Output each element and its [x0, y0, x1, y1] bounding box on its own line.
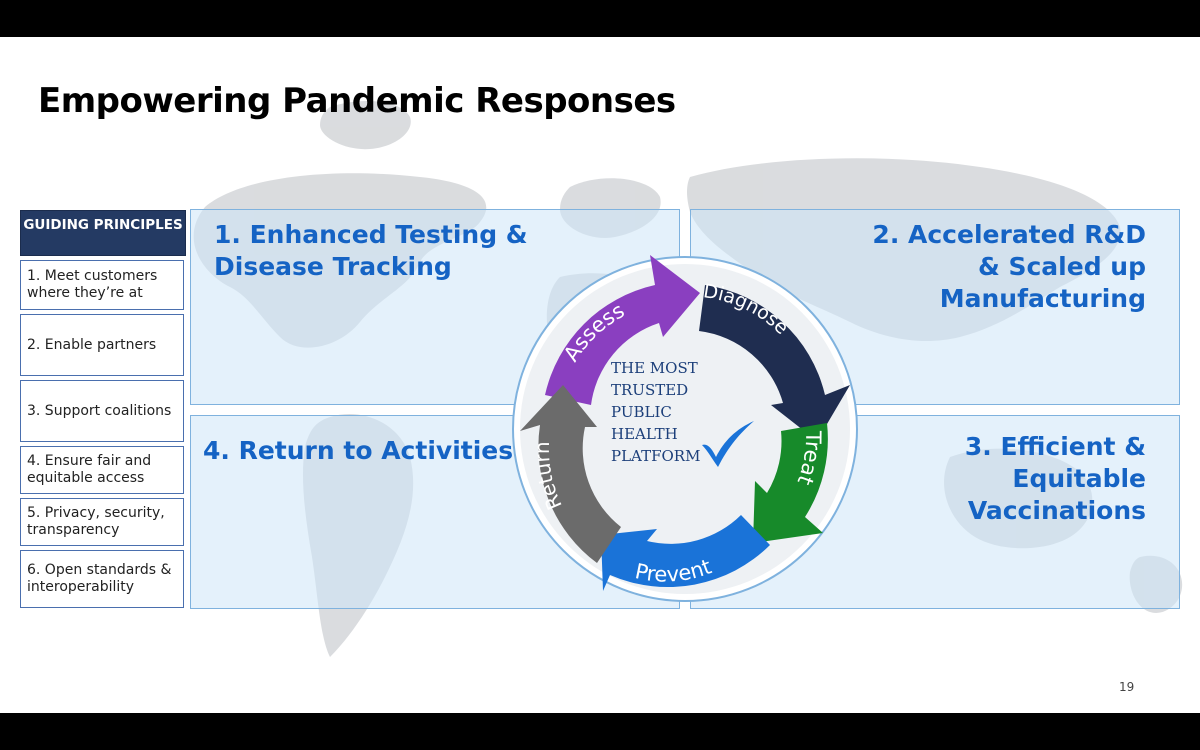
cycle-diagram: Assess Diagnose Treat Prevent Return: [512, 255, 858, 602]
diagnose-arrow: [699, 285, 850, 441]
slide-title: Empowering Pandemic Responses: [38, 81, 676, 121]
center-line-3: PUBLIC: [611, 403, 672, 421]
quadrant-3-label: 3. Efficient & Equitable Vaccinations: [964, 432, 1146, 525]
slide: Empowering Pandemic Responses 1. Enhance…: [0, 37, 1200, 713]
guiding-principles-panel: GUIDING PRINCIPLES 1. Meet customers whe…: [20, 210, 186, 608]
center-line-4: HEALTH: [611, 425, 678, 443]
return-arrow: [520, 385, 621, 563]
center-line-1: THE MOST: [611, 359, 698, 377]
principle-item-4: 4. Ensure fair and equitable access: [20, 446, 184, 494]
guiding-principles-header: GUIDING PRINCIPLES: [20, 210, 186, 256]
checkmark-icon: [702, 421, 754, 467]
prevent-arrow: [601, 515, 770, 591]
quadrant-2-label: 2. Accelerated R&D & Scaled up Manufactu…: [872, 220, 1146, 313]
center-line-2: TRUSTED: [611, 381, 689, 399]
cycle-center-text: THE MOST TRUSTED PUBLIC HEALTH PLATFORM: [611, 357, 700, 467]
principle-item-2: 2. Enable partners: [20, 314, 184, 376]
treat-arrow: [753, 423, 828, 543]
quadrant-1-label: 1. Enhanced Testing & Disease Tracking: [214, 220, 528, 281]
page-number: 19: [1119, 680, 1135, 694]
principle-item-5: 5. Privacy, security, transparency: [20, 498, 184, 546]
assess-arrow: [545, 255, 700, 405]
principle-item-6: 6. Open standards & interoperability: [20, 550, 184, 608]
quadrant-4-label: 4. Return to Activities: [203, 436, 514, 465]
center-line-5: PLATFORM: [611, 447, 701, 465]
principle-item-1: 1. Meet customers where they’re at: [20, 260, 184, 310]
principle-item-3: 3. Support coalitions: [20, 380, 184, 442]
bottom-letterbox: [0, 713, 1200, 750]
top-letterbox: [0, 0, 1200, 37]
